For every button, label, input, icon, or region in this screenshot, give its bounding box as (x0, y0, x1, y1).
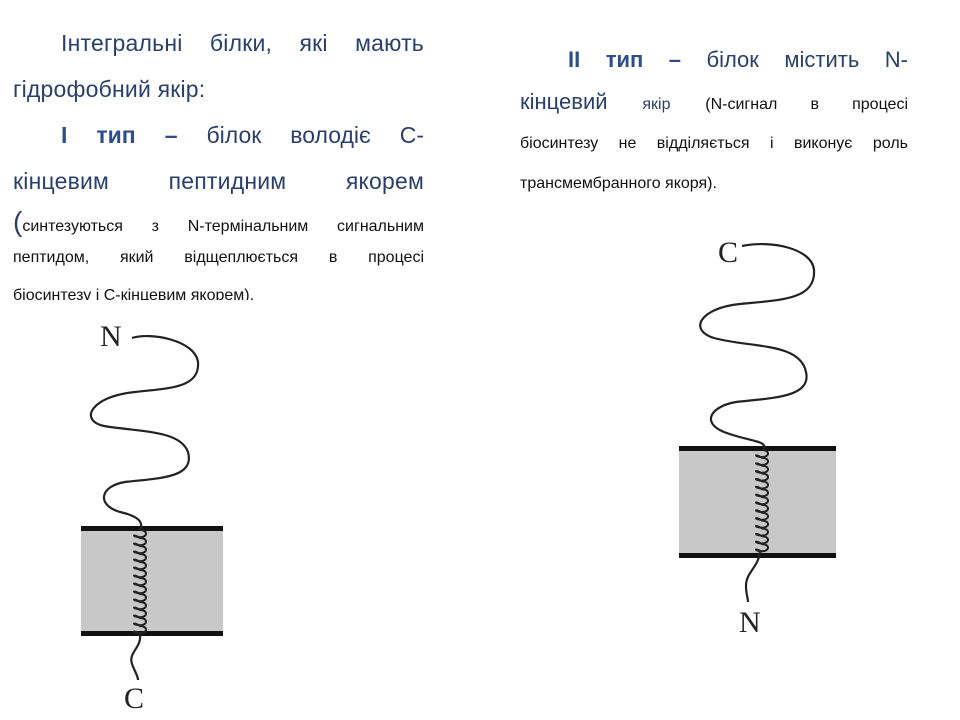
type1-small-line-1: (синтезуються з N-термінальним сигнальни… (13, 204, 424, 240)
type2-membrane-bottom-border (679, 553, 836, 558)
type2-line-2: кінцевий якір (N-сигнал в процесі (520, 80, 908, 124)
type1-small-line-2: пептидом, який відщеплюється в процесі (13, 249, 424, 266)
type2-heading-line: II тип – білок містить N- (520, 40, 908, 80)
type1-diagram: N C (81, 320, 223, 715)
type1-rest: білок володіє С- (206, 122, 425, 148)
type1-small-line-3: біосинтезу і С-кінцевим якорем). (13, 276, 424, 300)
type1-membrane-body (81, 529, 223, 634)
open-paren: ( (13, 206, 23, 237)
type1-chain-wavy (90, 334, 200, 531)
type2-line-2-small: якір (642, 96, 671, 113)
type1-chain-tail (130, 633, 142, 681)
intro-line-2: гідрофобний якір: (13, 76, 206, 102)
type2-diagram: C N (679, 236, 836, 639)
type2-chain-coil (755, 449, 769, 553)
type1-line-2: кінцевим пептидним якорем (13, 168, 424, 194)
type2-line-4: трансмембранного якоря). (520, 175, 717, 192)
type1-label: I тип (61, 122, 136, 148)
type2-chain-tail (744, 551, 762, 603)
type2-label: II тип (568, 47, 644, 72)
type1-dash: – (164, 122, 178, 148)
type2-line-2-rest: (N-сигнал в процесі (705, 96, 908, 113)
type2-line-3: біосинтезу не відділяється і виконує рол… (520, 135, 908, 152)
type2-bottom-terminus-label: N (739, 606, 761, 639)
type1-top-terminus-label: N (100, 320, 122, 353)
type1-small-line-1-text: синтезуються з N-термінальним сигнальним (22, 218, 424, 235)
type1-membrane-top-border (81, 526, 223, 531)
type2-line-2-big: кінцевий (520, 89, 608, 114)
type1-heading-line: I тип – білок володіє С- (13, 112, 424, 158)
type2-chain-wavy (699, 242, 816, 451)
type2-top-terminus-label: C (718, 236, 738, 269)
left-text-column: Інтегральні білки, які мають гідрофобний… (13, 20, 424, 300)
type2-membrane-top-border (679, 446, 836, 451)
intro-line-1: Інтегральні білки, які мають (61, 30, 424, 56)
type2-dash: – (668, 47, 681, 72)
type2-rest: білок містить N- (706, 47, 908, 72)
type1-membrane-bottom-border (81, 631, 223, 636)
type1-small-line-3-text: біосинтезу і С-кінцевим якорем). (13, 287, 255, 300)
type1-bottom-terminus-label: C (124, 682, 144, 715)
type1-chain-coil (133, 529, 147, 635)
right-text-column: II тип – білок містить N- кінцевий якір … (520, 40, 908, 204)
